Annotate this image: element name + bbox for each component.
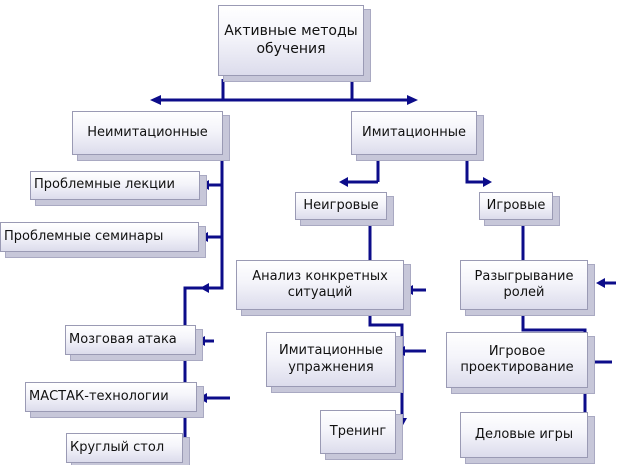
item-problem-seminars-label: Проблемные семинары — [4, 228, 164, 244]
arrowhead-trunk-stub — [200, 283, 209, 293]
item-problem-lectures-label: Проблемные лекции — [34, 177, 175, 193]
item-case-analysis-label: Анализ конкретных ситуаций — [252, 268, 388, 300]
item-mastak: МАСТАК-технологии — [25, 382, 197, 412]
arrowhead-non-game — [339, 177, 348, 187]
root-node-label: Активные методы обучения — [224, 23, 358, 57]
arrowhead-mastak — [198, 393, 207, 403]
arrowhead-lecture — [200, 180, 209, 190]
item-mastak-label: МАСТАК-технологии — [29, 388, 169, 404]
item-brainstorm: Мозговая атака — [65, 325, 196, 355]
item-round-table: Круглый стол — [66, 433, 183, 463]
arrowhead-seminar — [199, 232, 208, 242]
item-business-games: Деловые игры — [460, 412, 588, 458]
item-brainstorm-label: Мозговая атака — [69, 331, 177, 347]
item-problem-seminars: Проблемные семинары — [0, 222, 199, 252]
node-imitation: Имитационные — [351, 111, 477, 155]
node-non-imitation-label: Неимитационные — [87, 124, 208, 140]
connector-non-game-trunk — [368, 220, 404, 420]
item-game-design-label: Игровое проектирование — [460, 343, 574, 375]
arrowhead-training — [397, 418, 407, 427]
node-non-game: Неигровые — [295, 192, 387, 220]
item-imitation-exercises: Имитационные упражнения — [266, 332, 396, 387]
arrowhead-imitation — [407, 95, 418, 105]
connector-root-branches — [160, 79, 408, 102]
arrowhead-brainstorm — [196, 336, 205, 346]
item-training-label: Тренинг — [329, 423, 387, 439]
item-role-play-label: Разыгрывание ролей — [474, 268, 574, 300]
connector-imitation-split — [345, 155, 485, 184]
item-imitation-exercises-label: Имитационные упражнения — [278, 343, 384, 375]
item-problem-lectures: Проблемные лекции — [30, 171, 200, 200]
arrowhead-game — [483, 177, 492, 187]
node-non-game-label: Неигровые — [303, 197, 379, 213]
arrowhead-non-imitation — [150, 95, 161, 105]
item-case-analysis: Анализ конкретных ситуаций — [236, 260, 404, 310]
item-role-play: Разыгрывание ролей — [460, 260, 588, 310]
node-imitation-label: Имитационные — [361, 124, 467, 140]
node-game: Игровые — [479, 192, 553, 220]
item-round-table-label: Круглый стол — [70, 439, 165, 455]
item-training: Тренинг — [320, 410, 396, 454]
arrowhead-exercises — [396, 346, 405, 356]
root-node: Активные методы обучения — [218, 5, 364, 76]
arrowhead-situations — [404, 285, 413, 295]
item-business-games-label: Деловые игры — [474, 426, 574, 442]
node-non-imitation: Неимитационные — [72, 111, 223, 155]
arrowhead-roles — [596, 278, 605, 288]
node-game-label: Игровые — [486, 197, 546, 213]
item-game-design: Игровое проектирование — [446, 332, 588, 388]
